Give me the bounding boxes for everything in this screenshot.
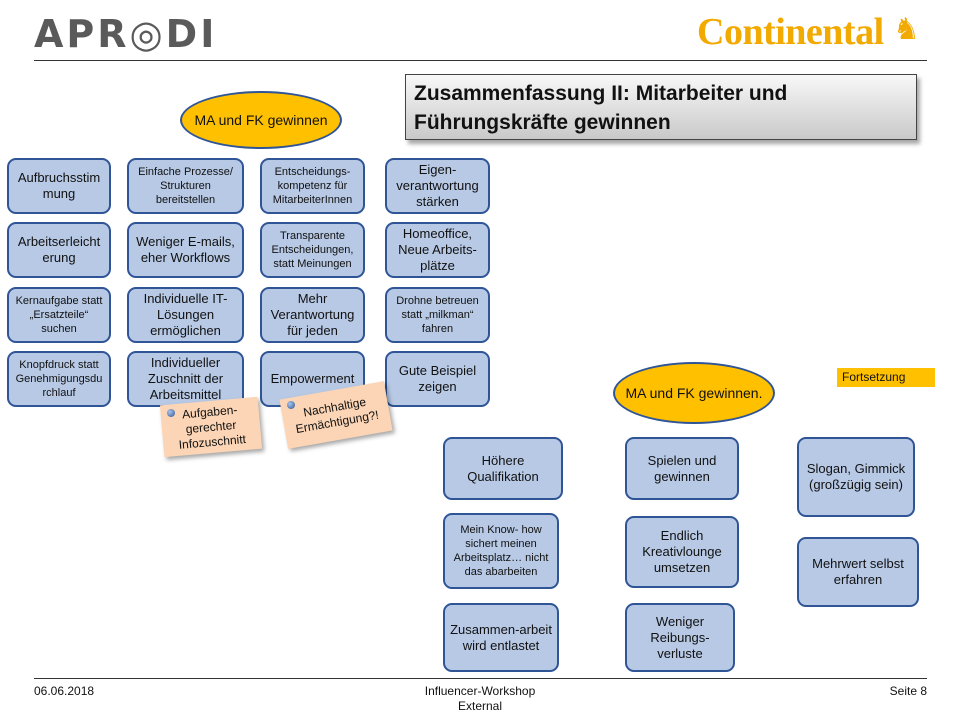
node-drohne: Drohne betreuen statt „milkman“ fahren <box>385 287 490 343</box>
header-rule <box>34 60 927 61</box>
node-entscheidungskompetenz: Entscheidungs-kompetenz für MitarbeiterI… <box>260 158 365 214</box>
footer-center-line1: Influencer-Workshop <box>424 684 536 698</box>
horse-icon: ♞ <box>893 13 920 46</box>
node-spielen-gewinnen: Spielen und gewinnen <box>625 437 739 500</box>
aprodi-logo: APR◎DI <box>34 12 218 56</box>
node-eigenverantwortung: Eigen-verantwortung stärken <box>385 158 490 214</box>
note-aufgabengerechter: Aufgaben-gerechter Infozuschnitt <box>159 396 263 458</box>
node-reibungsverluste: Weniger Reibungs-verluste <box>625 603 735 672</box>
node-gute-beispiel: Gute Beispiel zeigen <box>385 351 490 407</box>
node-individueller-zuschnitt: Individueller Zuschnitt der Arbeitsmitte… <box>127 351 244 407</box>
node-hoehere-qualifikation: Höhere Qualifikation <box>443 437 563 500</box>
pin-icon <box>287 401 295 409</box>
footer-rule <box>34 678 927 679</box>
node-kreativlounge: Endlich Kreativlounge umsetzen <box>625 516 739 588</box>
node-einfache-prozesse: Einfache Prozesse/ Strukturen bereitstel… <box>127 158 244 214</box>
node-slogan-gimmick: Slogan, Gimmick (großzügig sein) <box>797 437 915 517</box>
goal-ellipse-left: MA und FK gewinnen <box>180 91 342 149</box>
node-arbeitserleichterung: Arbeitserleicht erung <box>7 222 111 278</box>
node-mehrwert: Mehrwert selbst erfahren <box>797 537 919 607</box>
slide-title-line2: Führungskräfte gewinnen <box>414 111 671 134</box>
fortsetzung-label: Fortsetzung <box>837 368 935 387</box>
node-zusammenarbeit: Zusammen-arbeit wird entlastet <box>443 603 559 672</box>
slide-title-line1: Zusammenfassung II: Mitarbeiter und <box>414 82 788 105</box>
continental-logo: Continental <box>697 11 884 53</box>
footer-page: Seite 8 <box>889 684 927 698</box>
node-kernaufgabe: Kernaufgabe statt „Ersatzteile“ suchen <box>7 287 111 343</box>
node-weniger-emails: Weniger E-mails, eher Workflows <box>127 222 244 278</box>
footer-date: 06.06.2018 <box>34 684 95 698</box>
pin-icon <box>167 409 175 417</box>
node-homeoffice: Homeoffice, Neue Arbeits-plätze <box>385 222 490 278</box>
node-individuelle-it: Individuelle IT-Lösungen ermöglichen <box>127 287 244 343</box>
footer-center: Influencer-Workshop External <box>380 684 580 714</box>
goal-ellipse-right: MA und FK gewinnen. <box>613 362 775 424</box>
node-knopfdruck: Knopfdruck statt Genehmigungsdu rchlauf <box>7 351 111 407</box>
node-aufbruchsstimmung: Aufbruchsstim mung <box>7 158 111 214</box>
footer-center-line2: External <box>457 699 503 713</box>
slide-title: Zusammenfassung II: Mitarbeiter und Führ… <box>405 74 917 140</box>
node-mein-knowhow: Mein Know- how sichert meinen Arbeitspla… <box>443 513 559 589</box>
node-mehr-verantwortung: Mehr Verantwortung für jeden <box>260 287 365 343</box>
node-transparente-entscheidungen: Transparente Entscheidungen, statt Meinu… <box>260 222 365 278</box>
